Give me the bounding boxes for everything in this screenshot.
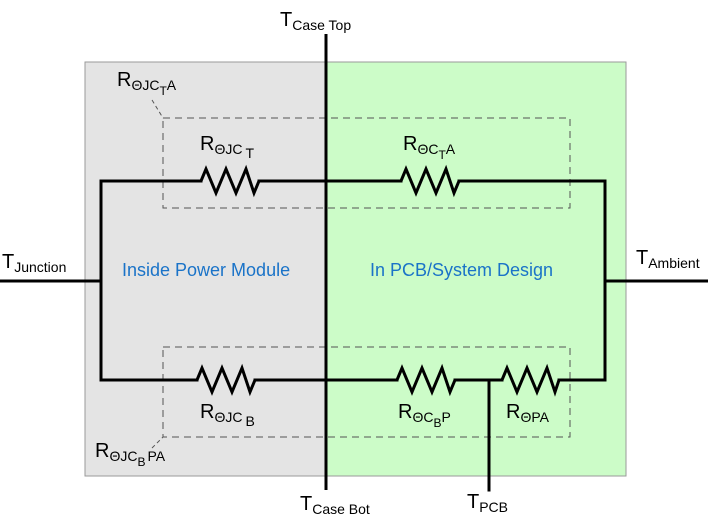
bottom-path-group-box — [162, 346, 571, 438]
r-theta-pa-label: RΘPA — [506, 401, 550, 425]
r-theta-cb-p-label: RΘCBP — [398, 401, 451, 430]
top-group-leader — [151, 99, 164, 119]
power-module-region — [84, 61, 327, 477]
pcb-system-region — [325, 61, 627, 477]
resistor-theta-jc-t — [199, 164, 261, 198]
case-top-label: TCase Top — [280, 9, 351, 33]
case-bot-label: TCase Bot — [300, 493, 370, 517]
ambient-label: TAmbient — [636, 247, 700, 271]
top-group-label: RΘJCTA — [117, 69, 177, 98]
pcb-label: TPCB — [467, 491, 508, 515]
r-theta-ct-a-label: RΘCTA — [403, 133, 456, 162]
inside-power-module-label: Inside Power Module — [122, 260, 290, 280]
resistor-theta-pa — [500, 363, 561, 397]
top-path-group-box — [162, 117, 571, 209]
resistor-theta-cb-p — [395, 363, 457, 397]
junction-label: TJunction — [2, 251, 66, 275]
pcb-system-design-label: In PCB/System Design — [370, 260, 553, 280]
bottom-group-leader — [151, 436, 164, 449]
resistor-theta-jc-b — [195, 363, 257, 397]
resistor-theta-ct-a — [399, 164, 461, 198]
